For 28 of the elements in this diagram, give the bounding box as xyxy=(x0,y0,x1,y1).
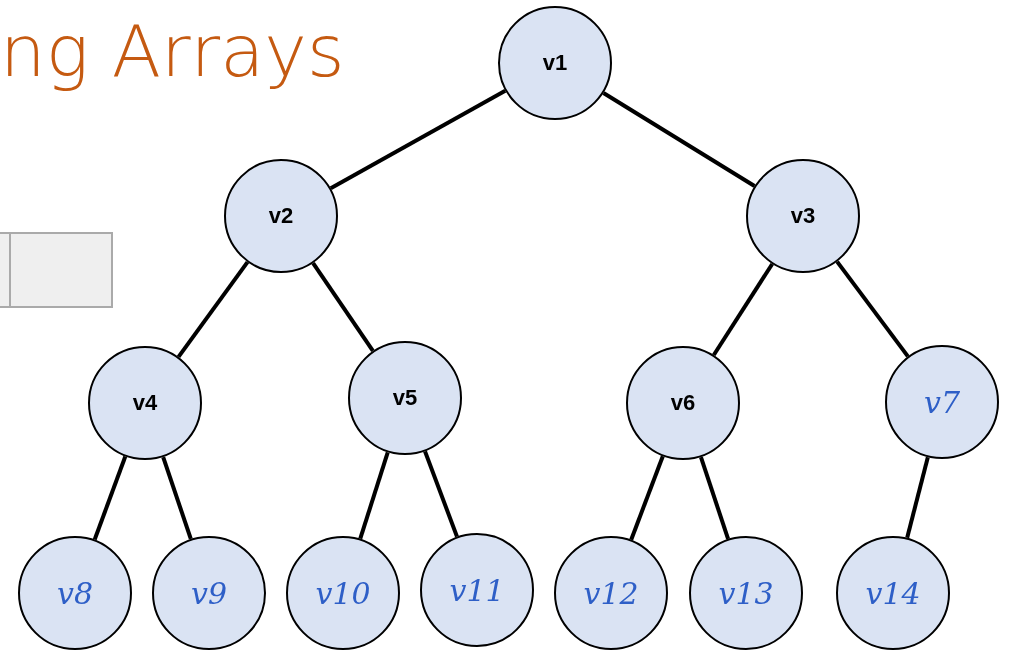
tree-edge xyxy=(629,455,665,541)
tree-edge xyxy=(905,456,930,539)
tree-edge xyxy=(176,260,250,359)
node-label: v14 xyxy=(865,575,921,611)
node-label: v8 xyxy=(56,575,93,611)
node-label: v2 xyxy=(268,203,294,229)
tree-edge xyxy=(358,451,390,540)
tree-edge xyxy=(92,455,128,541)
tree-edge xyxy=(699,456,730,540)
tree-edge xyxy=(161,456,193,540)
node-label: v4 xyxy=(132,390,158,416)
tree-edge xyxy=(329,89,507,190)
node-label: v9 xyxy=(190,575,227,611)
node-label: v3 xyxy=(790,203,816,229)
node-label: v11 xyxy=(449,572,505,608)
node-label: v1 xyxy=(542,50,568,76)
node-label: v7 xyxy=(923,384,960,420)
tree-edge xyxy=(602,91,756,188)
node-label: v6 xyxy=(670,390,696,416)
tree-edge xyxy=(712,262,774,357)
tree-edge xyxy=(311,261,375,353)
node-label: v10 xyxy=(315,575,371,611)
tree-edge xyxy=(835,260,910,358)
node-label: v5 xyxy=(392,385,418,411)
node-label: v12 xyxy=(583,575,639,611)
slide-title: ng Arrays xyxy=(0,8,345,95)
node-label: v13 xyxy=(718,575,774,611)
tree-edge xyxy=(423,450,459,538)
